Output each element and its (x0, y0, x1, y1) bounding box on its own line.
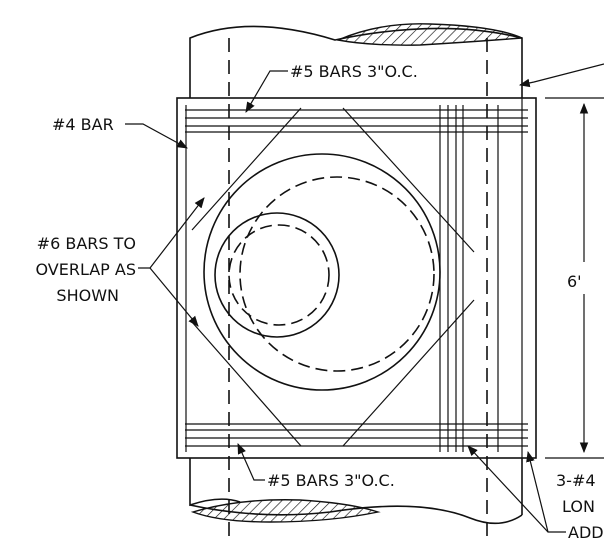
vertical-bars (185, 105, 499, 452)
leader-bottom-bars (237, 443, 265, 481)
label-right-note-3: ADD (568, 523, 604, 540)
pipe-bottom-hatch (190, 499, 381, 523)
leader-6bars-down (149, 267, 199, 327)
label-bar4: #4 BAR (52, 115, 114, 134)
label-6bars-line2: OVERLAP AS (35, 260, 136, 279)
leaders (125, 63, 604, 533)
leader-top-right (518, 63, 604, 88)
label-right-note-2: LON (562, 497, 595, 516)
pipe-top-hatch (335, 23, 523, 46)
label-right-note-1: 3-#4 (556, 471, 596, 490)
label-6bars-line3: SHOWN (56, 286, 119, 305)
label-bars-top: #5 BARS 3"O.C. (290, 62, 418, 81)
block (176, 97, 537, 459)
small-circle-dashed (228, 224, 330, 326)
small-circle-outer (214, 212, 340, 338)
openings (203, 153, 441, 391)
label-6bars-line1: #6 BARS TO (37, 234, 136, 253)
leader-bar4 (125, 123, 188, 149)
block-outline (176, 97, 537, 459)
label-bars-bottom: #5 BARS 3"O.C. (267, 471, 395, 490)
leader-3-4-b (526, 450, 549, 533)
leader-6bars-up (138, 197, 205, 269)
dimension-6ft: 6' (545, 97, 604, 459)
pipe (189, 23, 523, 540)
diagonal-bars (191, 107, 475, 447)
leader-top-bars (245, 70, 288, 113)
leader-3-4-a (467, 445, 566, 533)
large-circle-dashed (239, 176, 435, 372)
horizontal-bars (185, 109, 528, 447)
dimension-label: 6' (567, 272, 582, 291)
large-circle-outer (203, 153, 441, 391)
